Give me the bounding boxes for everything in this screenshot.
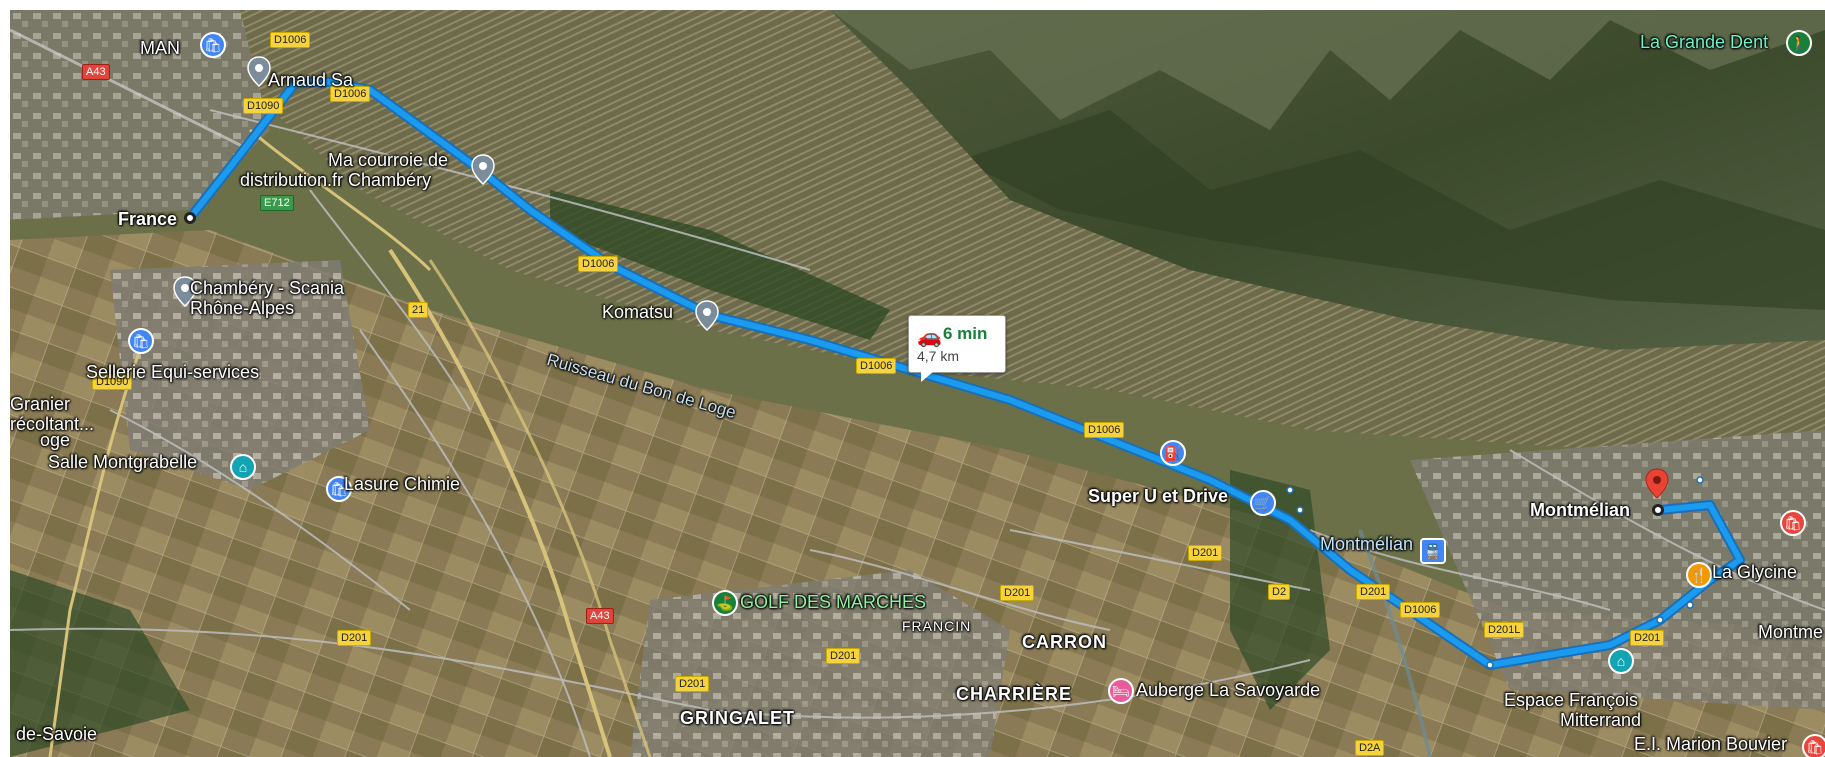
shopping-bag-icon[interactable]: 🛍	[1802, 734, 1825, 757]
place-label-lasure[interactable]: Lasure Chimie	[344, 474, 461, 494]
museum-icon[interactable]: ⌂	[230, 454, 256, 480]
place-label-auberge[interactable]: Auberge La Savoyarde	[1136, 680, 1321, 700]
place-label-sellerie[interactable]: Sellerie Equi-services	[86, 362, 260, 382]
bed-icon[interactable]: 🛏	[1108, 678, 1134, 704]
place-label-charriere: CHARRIÈRE	[956, 684, 1073, 704]
road-shield-d201: D201	[1630, 630, 1665, 646]
place-label-carron: CARRON	[1022, 632, 1107, 652]
road-shield-d201l: D201L	[1484, 622, 1525, 638]
origin-endpoint-icon[interactable]	[184, 212, 196, 224]
place-label-desavoie: de-Savoie	[16, 724, 98, 744]
place-label-superu[interactable]: Super U et Drive	[1088, 486, 1229, 506]
origin-label[interactable]: France	[118, 209, 178, 229]
place-label-salle[interactable]: Salle Montgrabelle	[48, 452, 198, 472]
road-shield-d1006: D1006	[270, 32, 311, 48]
destination-red-pin-icon[interactable]	[1644, 468, 1670, 500]
place-label-scania-2[interactable]: Rhône-Alpes	[190, 298, 295, 318]
shopping-bag-icon[interactable]: 🛍	[128, 328, 154, 354]
place-label-montme: Montme	[1758, 622, 1824, 642]
place-label-montmelian-station[interactable]: Montmélian	[1320, 534, 1414, 554]
museum-icon[interactable]: ⌂	[1608, 648, 1634, 674]
road-shield-d1006: D1006	[856, 358, 897, 374]
road-shield-d201: D201	[675, 676, 710, 692]
place-label-gringalet: GRINGALET	[680, 708, 795, 728]
road-shield-d1006: D1006	[330, 86, 371, 102]
car-icon: 🚗	[917, 326, 942, 348]
road-shield-d1090: D1090	[92, 374, 133, 390]
train-station-icon[interactable]: 🚆	[1420, 538, 1446, 564]
road-shield-a43: A43	[82, 64, 110, 80]
fork-knife-icon[interactable]: 🍴	[1686, 562, 1712, 588]
route-info-card[interactable]: 🚗 6 min 4,7 km	[908, 315, 1006, 382]
hiking-icon[interactable]: 🚶	[1786, 30, 1812, 56]
satellite-imagery	[10, 10, 1825, 757]
place-label-oge: oge	[40, 430, 71, 450]
place-label-espace[interactable]: Espace François	[1504, 690, 1639, 710]
road-shield-d2: D2	[1268, 584, 1291, 600]
place-label-komatsu[interactable]: Komatsu	[602, 302, 674, 322]
place-label-scania[interactable]: Chambéry - Scania	[190, 278, 345, 298]
fuel-icon[interactable]: ⛽	[1160, 440, 1186, 466]
place-label-granier-2[interactable]: récoltant...	[10, 414, 95, 434]
place-pin-icon[interactable]	[470, 154, 496, 186]
shopping-bag-icon[interactable]: 🛍	[200, 32, 226, 58]
road-shield-d1006: D1006	[578, 256, 619, 272]
destination-endpoint-icon[interactable]	[1652, 504, 1664, 516]
road-shield-e712: E712	[260, 195, 294, 211]
place-label-arnaud[interactable]: Arnaud Sa	[268, 70, 354, 90]
place-pin-icon[interactable]	[694, 300, 720, 332]
place-label-marion[interactable]: E.I. Marion Bouvier	[1634, 734, 1788, 754]
place-label-grande-dent[interactable]: La Grande Dent	[1640, 32, 1769, 52]
road-shield-d201: D201	[1000, 585, 1035, 601]
place-label-granier[interactable]: Granier	[10, 394, 71, 414]
place-label-espace-2[interactable]: Mitterrand	[1560, 710, 1642, 730]
road-shield-d1090: D1090	[243, 98, 284, 114]
place-label-courroie-2[interactable]: distribution.fr Chambéry	[240, 170, 432, 190]
road-shield-d201: D201	[337, 630, 372, 646]
route-time: 6 min	[943, 324, 988, 343]
place-label-golf[interactable]: GOLF DES MARCHES	[740, 592, 927, 612]
road-shield-d2a: D2A	[1355, 740, 1385, 756]
place-pin-icon[interactable]	[172, 276, 198, 308]
road-shield-d201: D201	[826, 648, 861, 664]
satellite-map[interactable]: D1006 D1006 D1090 A43 E712 D1006 21 D109…	[10, 10, 1825, 757]
shopping-bag-icon[interactable]: 🛍	[326, 476, 352, 502]
destination-label[interactable]: Montmélian	[1530, 500, 1631, 520]
place-label-glycine[interactable]: La Glycine	[1712, 562, 1798, 582]
road-shield-d201: D201	[1356, 584, 1391, 600]
place-label-francin: FRANCIN	[902, 618, 972, 634]
place-pin-icon[interactable]	[246, 56, 272, 88]
shopping-bag-icon[interactable]: 🛍	[1780, 510, 1806, 536]
road-shield-a43: A43	[586, 608, 614, 624]
road-shield-21: 21	[408, 302, 429, 318]
place-label-courroie[interactable]: Ma courroie de	[328, 150, 449, 170]
place-label-man[interactable]: MAN	[140, 38, 180, 58]
shopping-cart-icon[interactable]: 🛒	[1250, 490, 1276, 516]
route-line[interactable]	[10, 10, 1825, 757]
route-distance: 4,7 km	[917, 348, 960, 364]
road-shield-d201: D201	[1188, 545, 1223, 561]
road-shield-d1006: D1006	[1400, 602, 1441, 618]
golf-icon[interactable]: ⛳	[712, 590, 738, 616]
road-shield-d1006: D1006	[1084, 422, 1125, 438]
